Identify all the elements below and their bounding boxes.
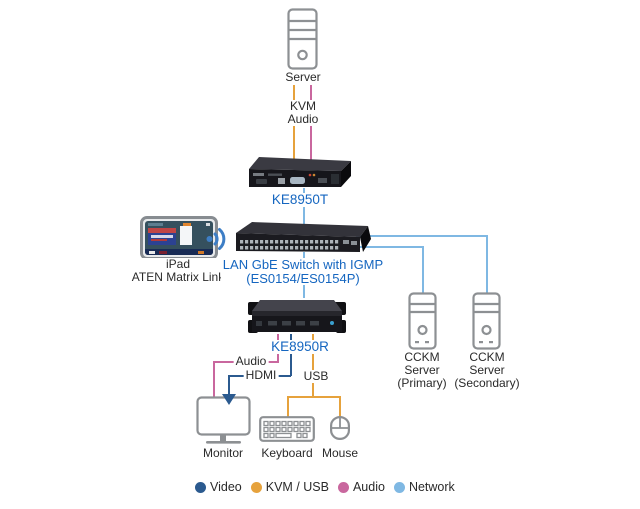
ipad-screen-panel [148,228,176,245]
cckm-secondary-label-line1: CCKM [469,350,505,364]
network-line-switch-to-secondary-h [356,235,488,237]
kvm-usb-legend-dot-icon [250,481,262,493]
hdmi-line-to-monitor [228,375,230,396]
lan-switch-label-line2: (ES0154/ES0154P) [246,270,360,286]
ipad-bar-chip [158,250,167,254]
network-line-switch-to-primary-v [422,246,424,293]
ipad-screen-dialog [180,225,192,245]
cckm-secondary-server-icon [472,292,501,350]
legend-label-video: Video [210,480,242,494]
keyboard-icon [259,416,315,442]
usb-connection-label: USB [301,369,331,383]
ipad-panel-row [150,235,174,238]
cckm-primary-label-line1: CCKM [404,350,440,364]
server-label: Server [283,70,323,84]
video-legend-dot-icon [195,481,206,493]
ipad-tablet-icon [140,216,218,260]
mouse-icon [330,416,350,440]
legend-label-network: Network [408,480,455,494]
ipad-screen-bottom-bar [145,249,213,255]
ipad-screen-chip [183,223,191,227]
ipad-label-line1: iPad [165,257,191,271]
ke8950t-label: KE8950T [269,192,331,207]
server-icon [287,8,318,70]
cckm-primary-label: CCKM Server (Primary) [395,350,449,390]
legend-label-kvm-usb: KVM / USB [265,480,329,494]
usb-line-to-keyboard [287,396,289,417]
ke8950r-device-icon [248,300,346,333]
network-legend-dot-icon [393,481,405,493]
ipad-screen [145,221,213,255]
ipad-screen-chip [206,223,210,227]
ipad-panel-header [148,228,176,234]
legend-item-kvm-usb: KVM / USB [250,480,329,494]
audio-line-to-monitor [213,361,215,397]
ipad-label-line2: ATEN Matrix Link [131,270,225,284]
hdmi-arrow-down-icon [222,394,236,405]
audio-legend-dot-icon [337,481,349,493]
ipad-bar-chip [198,250,205,254]
cckm-primary-label-line3: (Primary) [397,376,447,390]
hdmi-connection-label: HDMI [243,368,279,382]
lan-switch-device-icon [236,222,371,252]
network-line-switch-to-primary-h [344,246,424,248]
cckm-secondary-label: CCKM Server (Secondary) [452,350,522,390]
usb-line-split-bar [287,396,341,398]
audio-bottom-connection-label: Audio [233,354,269,368]
monitor-label: Monitor [200,446,246,460]
kvm-connection-label: KVM [289,99,317,113]
network-line-switch-to-secondary-v [486,235,488,293]
usb-line-ke8950r-down [312,334,314,397]
ke8950t-device-icon [249,157,351,187]
cckm-primary-server-icon [408,292,437,350]
legend-item-audio: Audio [337,480,385,494]
ipad-panel-row [150,238,167,241]
ipad-bar-chip [149,250,156,254]
network-line-ke8950t-to-switch [303,188,305,228]
legend-item-network: Network [393,480,455,494]
cckm-secondary-label-line3: (Secondary) [454,376,520,390]
legend: Video KVM / USB Audio Network [195,480,455,494]
ipad-screen-chip [147,223,163,227]
cckm-secondary-label-line2: Server [469,363,505,377]
hdmi-line-ke8950r-down [290,334,292,376]
audio-top-connection-label: Audio [287,112,319,126]
legend-item-video: Video [195,480,242,494]
lan-switch-label-line1: LAN GbE Switch with IGMP [222,257,384,272]
kvm-audio-connection-labels: KVM Audio [285,99,321,126]
wifi-signal-icon [206,228,226,250]
keyboard-label: Keyboard [259,446,315,460]
legend-label-audio: Audio [352,480,385,494]
lan-switch-label: LAN GbE Switch with IGMP (ES0154/ES0154P… [220,257,386,286]
usb-line-to-mouse [339,396,341,417]
cckm-primary-label-line2: Server [404,363,440,377]
ipad-label: iPad ATEN Matrix Link [129,257,227,284]
ke8950r-label: KE8950R [269,339,331,354]
mouse-label: Mouse [319,446,361,460]
